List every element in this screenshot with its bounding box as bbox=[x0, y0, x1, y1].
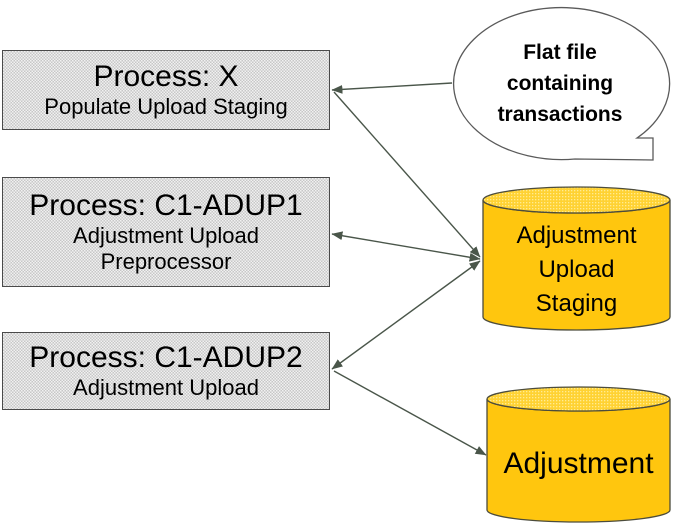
process-c1-adup1-box: Process: C1-ADUP1 Adjustment Upload Prep… bbox=[2, 177, 330, 287]
process-x-box: Process: X Populate Upload Staging bbox=[2, 50, 330, 130]
flat-file-callout-shape bbox=[452, 6, 671, 161]
arrow-process-x-to-staging bbox=[333, 91, 481, 258]
arrow-flatfile-to-process-x bbox=[331, 82, 453, 94]
process-x-title: Process: X bbox=[93, 60, 239, 93]
flat-file-callout-label: Flat file containing transactions bbox=[497, 40, 623, 126]
connector-arrows bbox=[331, 82, 487, 456]
process-c1-adup1-subtitle: Adjustment Upload Preprocessor bbox=[73, 223, 259, 274]
process-c1-adup2-subtitle: Adjustment Upload bbox=[73, 375, 259, 400]
process-c1-adup2-title: Process: C1-ADUP2 bbox=[29, 341, 303, 374]
datastore-adjustment: Adjustment bbox=[487, 408, 670, 520]
process-x-subtitle: Populate Upload Staging bbox=[44, 94, 288, 119]
adjustment-cylinder-top bbox=[486, 386, 671, 412]
arrow-adup1-staging-两 bbox=[331, 231, 481, 262]
process-c1-adup2-box: Process: C1-ADUP2 Adjustment Upload bbox=[2, 332, 330, 410]
staging-cylinder bbox=[482, 186, 671, 331]
datastore-adjustment-upload-staging: Adjustment Upload Staging bbox=[483, 212, 670, 328]
process-c1-adup1-title: Process: C1-ADUP1 bbox=[29, 189, 303, 222]
flat-file-callout: Flat file containing transactions bbox=[452, 10, 668, 156]
adjustment-cylinder bbox=[486, 386, 671, 523]
staging-datastore-label: Adjustment Upload Staging bbox=[516, 222, 637, 317]
arrow-adup2-to-adjustment bbox=[333, 370, 487, 456]
staging-cylinder-top bbox=[482, 186, 671, 214]
adjustment-datastore-label: Adjustment bbox=[503, 447, 654, 480]
arrow-adup2-staging-twoway bbox=[331, 260, 481, 370]
